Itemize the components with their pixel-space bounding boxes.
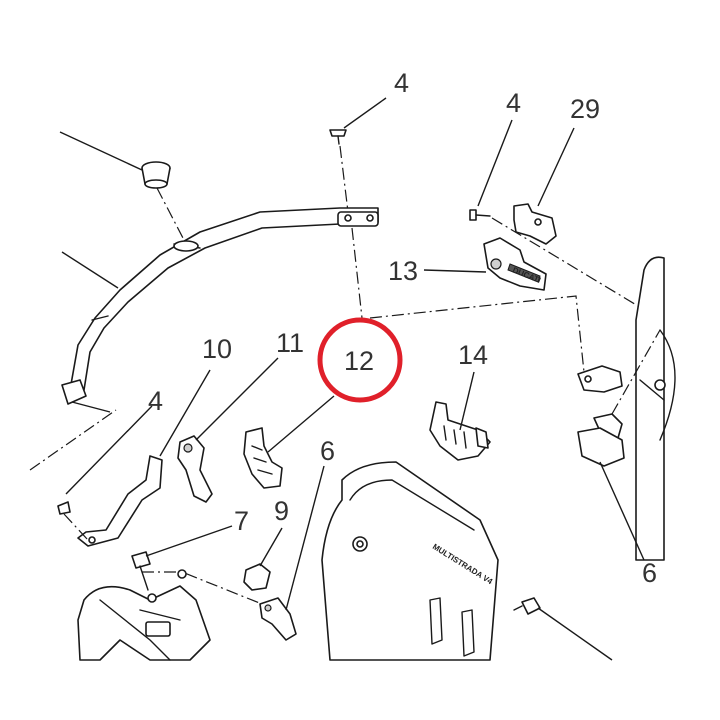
leader-line xyxy=(267,395,335,453)
leader-line xyxy=(59,131,143,171)
leader-line xyxy=(195,357,279,441)
callout-6: 6 xyxy=(642,558,657,588)
leader-line xyxy=(423,269,487,273)
rubber-6-part xyxy=(259,597,297,641)
grommet-part xyxy=(141,161,171,189)
callout-11: 11 xyxy=(276,328,304,358)
leader-line xyxy=(145,525,233,557)
highlight-circle xyxy=(317,317,403,403)
screw-part xyxy=(469,209,491,221)
callout-14: 14 xyxy=(458,340,488,370)
leader-line xyxy=(477,119,513,207)
leader-line xyxy=(65,405,153,495)
assembly-axis xyxy=(339,145,349,213)
clip-12-part xyxy=(243,427,283,489)
leader-line xyxy=(537,127,575,207)
leader-line xyxy=(159,369,211,457)
leader-line xyxy=(343,97,387,129)
callout-4: 4 xyxy=(394,68,409,98)
callout-7: 7 xyxy=(234,506,249,536)
handle-bar-part xyxy=(61,207,379,405)
leader-line xyxy=(459,371,475,431)
rubber-block-part xyxy=(577,413,625,467)
screw-part xyxy=(329,129,347,145)
bracket-part xyxy=(577,365,623,393)
assembly-axis xyxy=(156,187,185,241)
callout-29: 29 xyxy=(570,94,600,124)
bracket-10-part xyxy=(77,455,163,547)
frame-tube-part xyxy=(635,256,676,561)
side-panel-part: MULTISTRADA V4 xyxy=(321,461,499,661)
pad-9-part xyxy=(243,563,271,591)
callout-9: 9 xyxy=(274,496,289,526)
callout-4: 4 xyxy=(506,88,521,118)
assembly-axis xyxy=(369,295,585,373)
clip-14-part xyxy=(429,401,491,461)
callout-12: 12 xyxy=(344,346,374,376)
leader-line xyxy=(285,465,325,611)
assembly-axis xyxy=(63,513,89,541)
bolt-part xyxy=(513,597,541,615)
assembly-axis xyxy=(351,227,363,319)
callout-4: 4 xyxy=(148,386,163,416)
leader-line xyxy=(259,527,283,567)
leader-line xyxy=(61,251,119,289)
assembly-axis xyxy=(491,217,649,313)
callout-10: 10 xyxy=(202,334,232,364)
assembly-axis xyxy=(29,409,117,471)
leader-line xyxy=(71,401,111,413)
bracket-13-part: DUCATI xyxy=(483,237,547,291)
clip-11-part xyxy=(177,435,213,503)
screw-part xyxy=(57,501,71,515)
bolt-7-part xyxy=(131,551,151,591)
callout-6: 6 xyxy=(320,436,335,466)
leader-line xyxy=(599,461,645,561)
lower-bracket-part xyxy=(77,585,211,661)
washer-part xyxy=(177,569,187,579)
bracket-29-part xyxy=(513,203,557,245)
assembly-axis xyxy=(611,329,661,415)
leader-line xyxy=(537,607,613,661)
callout-13: 13 xyxy=(388,256,418,286)
